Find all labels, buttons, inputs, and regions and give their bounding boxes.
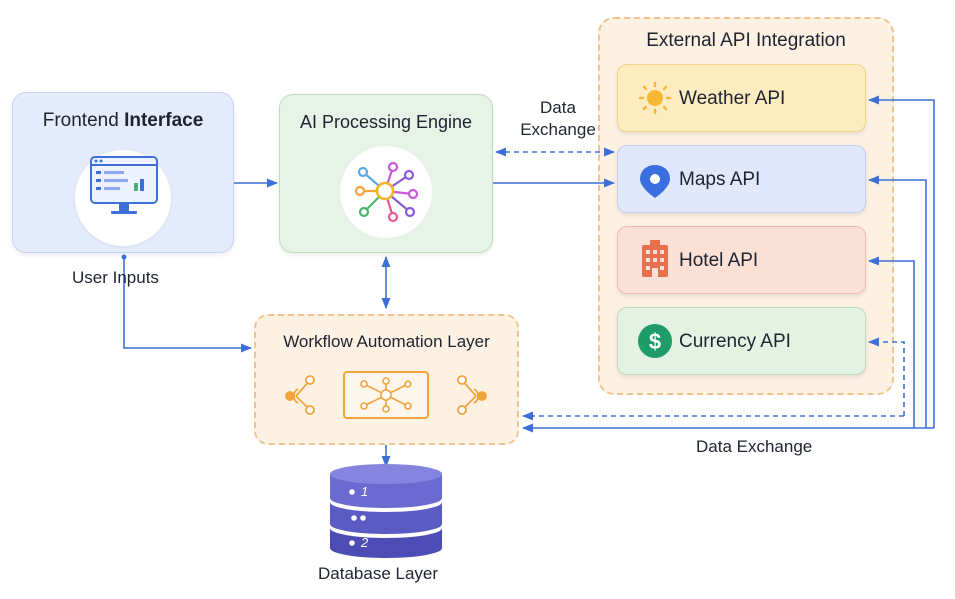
arrow-hotel-return	[867, 256, 915, 428]
database-row-1: 1	[361, 484, 369, 499]
frontend-title: Frontend Interface	[12, 110, 234, 132]
user-inputs-label: User Inputs	[72, 268, 159, 287]
currency-api-label: Currency API	[679, 331, 791, 352]
hotel-building-icon	[642, 240, 668, 277]
workflow-automation-box	[254, 314, 519, 445]
workflow-title: Workflow Automation Layer	[283, 332, 490, 351]
arrow-currency-return	[867, 337, 905, 416]
ai-engine-title: AI Processing Engine	[299, 112, 473, 132]
data-exchange-top-line1: Data	[540, 98, 576, 117]
database-row-2: 2	[361, 535, 369, 550]
arrow-weather-return	[867, 95, 935, 428]
neural-network-icon	[354, 161, 419, 223]
hotel-api-label: Hotel API	[679, 250, 759, 271]
external-api-title: External API Integration	[646, 30, 846, 51]
data-exchange-top-line2: Exchange	[520, 120, 596, 139]
workflow-network-icon	[285, 371, 487, 419]
database-stack-icon	[330, 464, 442, 558]
data-exchange-top-label: Data Exchange	[512, 97, 604, 141]
weather-api-label: Weather API	[679, 88, 786, 109]
svg-text:$: $	[649, 329, 661, 354]
hotel-api-card	[617, 226, 866, 294]
arrow-user-inputs-to-workflow	[123, 257, 253, 353]
arrow-maps-return	[867, 175, 927, 428]
sun-icon	[638, 81, 672, 115]
maps-api-label: Maps API	[679, 169, 761, 190]
browser-window-icon	[90, 156, 158, 214]
frontend-title-regular: Frontend	[42, 110, 125, 131]
dollar-coin-icon: $	[638, 324, 672, 358]
map-pin-icon	[640, 165, 670, 198]
data-exchange-bottom-label: Data Exchange	[696, 437, 813, 456]
frontend-title-bold: Interface	[124, 110, 204, 131]
database-layer-label: Database Layer	[318, 564, 439, 583]
